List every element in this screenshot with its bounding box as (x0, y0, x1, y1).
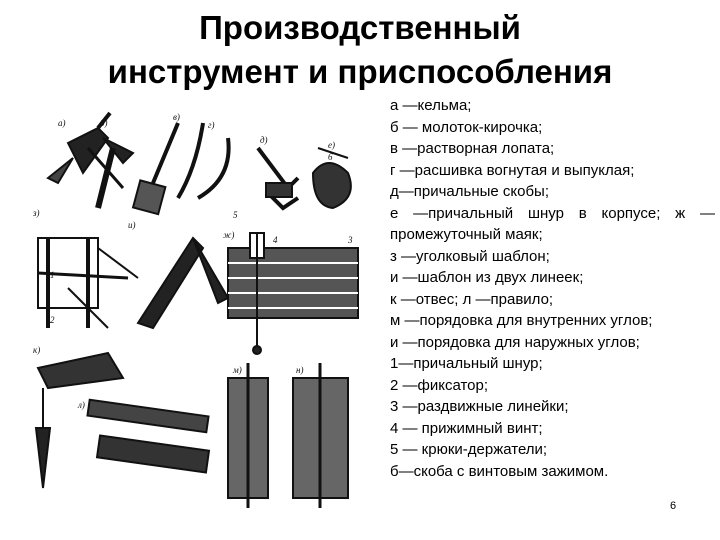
figure-label-k: к) (33, 345, 40, 355)
tools-illustration: а) б) в) г) д) е) ж) з) и) к) л) м) н) 1… (32, 111, 359, 508)
figure-label-g: г) (208, 120, 215, 130)
legend-list: а —кельма; б — молоток-кирочка; в —раств… (390, 95, 715, 482)
slide-title: Производственный инструмент и приспособл… (0, 6, 720, 94)
figure-label-e: е) (328, 140, 335, 150)
legend-item: г —расшивка вогнутая и выпуклая; (390, 161, 635, 179)
page-number: 6 (670, 500, 677, 512)
legend-item: б—скоба с винтовым зажимом. (390, 462, 609, 480)
figure-label-v: в) (173, 112, 180, 122)
figure-label-d: д) (260, 135, 268, 145)
figure-label-2: 2 (50, 315, 55, 325)
legend-item: в —растворная лопата; (390, 140, 555, 157)
trowel-drawing (46, 111, 112, 185)
legend-item: 5 — крюки-держатели; (390, 441, 548, 458)
legend-item: м —порядовка для внутренних углов; (390, 312, 653, 329)
legend-item: и —шаблон из двух линеек; (390, 269, 584, 286)
mortar-shovel-drawing (131, 122, 180, 216)
legend-item: а —кельма; (390, 97, 472, 114)
legend-item: и —порядовка для наружных углов; (390, 333, 640, 351)
hammer-pick-drawing (86, 137, 135, 209)
cord-reel-drawing (311, 147, 352, 210)
title-line-1: Производственный (199, 9, 521, 46)
legend-item: промежуточный маяк; (390, 226, 543, 243)
legend-item: 1—причальный шнур; (390, 355, 543, 372)
figure-label-3: 3 (347, 235, 353, 245)
figure-label-4: 4 (273, 235, 278, 245)
legend-item: е —причальный шнур в корпусе; ж — (390, 204, 715, 222)
figure-label-5: 5 (233, 210, 238, 220)
plumb-bob-drawing (34, 351, 125, 489)
figure-label-n: н) (296, 365, 303, 375)
figure-label-zh: ж) (223, 230, 234, 240)
figure-label-m: м) (232, 365, 242, 375)
corner-profile-drawing (227, 363, 349, 508)
staples-drawing (256, 146, 300, 211)
legend-item: 2 —фиксатор; (390, 376, 489, 394)
figure-label-a: а) (58, 118, 66, 128)
rule-drawing (86, 398, 211, 474)
legend-item: б — молоток-кирочка; (390, 118, 543, 136)
title-line-2: инструмент и приспособления (107, 53, 613, 90)
figure-label-6: 6 (328, 152, 333, 162)
figure-label-1: 1 (50, 270, 55, 280)
figure-label-i: и) (128, 220, 136, 230)
legend-item: 4 — прижимный винт; (390, 419, 543, 437)
jointer-drawing (176, 122, 231, 200)
beacon-wall-drawing (227, 232, 359, 355)
figure-label-l: л) (77, 400, 85, 410)
legend-item: з —уголковый шаблон; (390, 247, 550, 265)
legend-item: к —отвес; л —правило; (390, 290, 554, 308)
corner-template-drawing (37, 237, 139, 329)
two-rule-template-drawing (136, 236, 230, 330)
legend-item: д—причальные скобы; (390, 183, 550, 200)
legend-item: 3 —раздвижные линейки; (390, 398, 569, 415)
figure-label-b: б) (100, 118, 108, 128)
figure-label-z: з) (32, 208, 40, 218)
